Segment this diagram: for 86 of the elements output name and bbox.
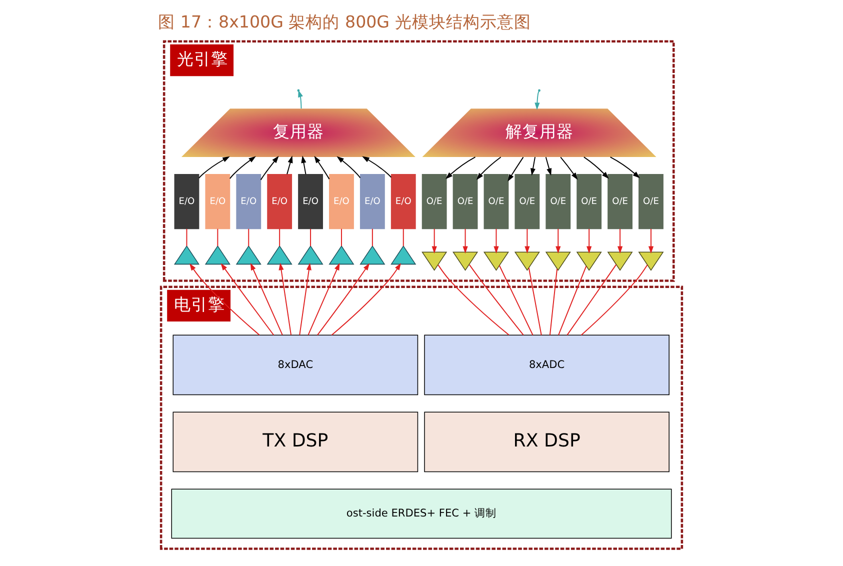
- node-triangle: [298, 245, 324, 265]
- node-box: ost-side ERDES+ FEC + 调制: [171, 488, 672, 539]
- arrow: [432, 228, 437, 254]
- arrow: [308, 262, 340, 336]
- arrow: [301, 156, 306, 175]
- connector: [580, 264, 648, 336]
- arrow: [508, 156, 524, 182]
- arrow: [299, 262, 312, 336]
- arrow: [560, 156, 578, 180]
- arrow: [362, 156, 392, 178]
- node-triangle: [576, 252, 602, 271]
- arrow: [316, 263, 370, 336]
- node-triangle: [266, 245, 292, 265]
- connector: [528, 267, 542, 336]
- node-box: O/E: [546, 174, 571, 230]
- node-triangle: [483, 252, 510, 271]
- node-box: E/O: [267, 174, 292, 230]
- node-box: O/E: [422, 174, 447, 230]
- arrow: [556, 228, 561, 254]
- arrow: [336, 156, 361, 178]
- node-triangle: [452, 252, 478, 271]
- node-box: O/E: [638, 174, 664, 230]
- node-box: E/O: [360, 174, 385, 230]
- arrow: [494, 228, 499, 254]
- node-box: O/E: [514, 174, 540, 230]
- arrow: [250, 262, 283, 336]
- node-box: E/O: [390, 174, 416, 230]
- connector: [558, 266, 587, 336]
- arrow: [583, 156, 609, 179]
- node-box: 8xADC: [424, 334, 670, 396]
- node-box: 8xDAC: [172, 334, 418, 396]
- arrow: [198, 156, 230, 179]
- node-triangle: [174, 245, 200, 265]
- node-triangle: [514, 252, 540, 271]
- connector: [566, 264, 617, 336]
- arrow: [648, 228, 654, 254]
- node-triangle: [422, 252, 448, 271]
- connector: [372, 228, 373, 247]
- arrow: [610, 156, 640, 178]
- node-box: E/O: [174, 174, 200, 230]
- connector: [438, 264, 510, 336]
- connector: [248, 228, 250, 247]
- node-box: O/E: [576, 174, 602, 230]
- arrow: [618, 228, 623, 254]
- node-triangle: [236, 245, 262, 265]
- node-box: O/E: [452, 174, 478, 230]
- connector: [498, 265, 534, 336]
- node-triangle: [328, 245, 354, 265]
- node-box: E/O: [205, 174, 230, 230]
- arrow: [476, 156, 502, 180]
- arrow: [229, 156, 256, 180]
- node-triangle: [360, 245, 386, 265]
- arrow: [286, 156, 293, 175]
- arrow: [220, 263, 274, 336]
- arrow: [278, 262, 292, 336]
- node-box: TX DSP: [172, 412, 418, 472]
- node-box: RX DSP: [424, 412, 670, 472]
- node-box: E/O: [236, 174, 262, 230]
- node-box: O/E: [608, 174, 632, 230]
- node-triangle: [204, 245, 230, 265]
- connector: [402, 228, 404, 247]
- connector: [186, 228, 188, 247]
- arrow: [445, 156, 476, 180]
- node-triangle: [638, 252, 664, 271]
- node-box: O/E: [484, 174, 509, 230]
- arrow: [545, 156, 552, 176]
- connector: [310, 228, 312, 247]
- connector: [468, 264, 524, 336]
- node-box: E/O: [298, 174, 323, 230]
- diagram-title: 图 17：8x100G 架构的 800G 光模块结构示意图: [158, 12, 531, 32]
- arrow: [524, 228, 530, 254]
- arrow: [260, 156, 279, 180]
- connector: [217, 228, 218, 247]
- node-box: E/O: [329, 174, 354, 230]
- node-triangle: [390, 245, 416, 265]
- arrow: [534, 90, 540, 110]
- arrow: [586, 228, 592, 254]
- arrow: [331, 262, 402, 336]
- node-triangle: [545, 252, 571, 271]
- node-triangle: [607, 252, 633, 271]
- arrow: [462, 228, 468, 254]
- connector: [341, 228, 342, 247]
- arrow: [530, 156, 536, 176]
- arrow: [189, 263, 260, 336]
- arrow: [314, 156, 330, 180]
- connector: [279, 228, 280, 247]
